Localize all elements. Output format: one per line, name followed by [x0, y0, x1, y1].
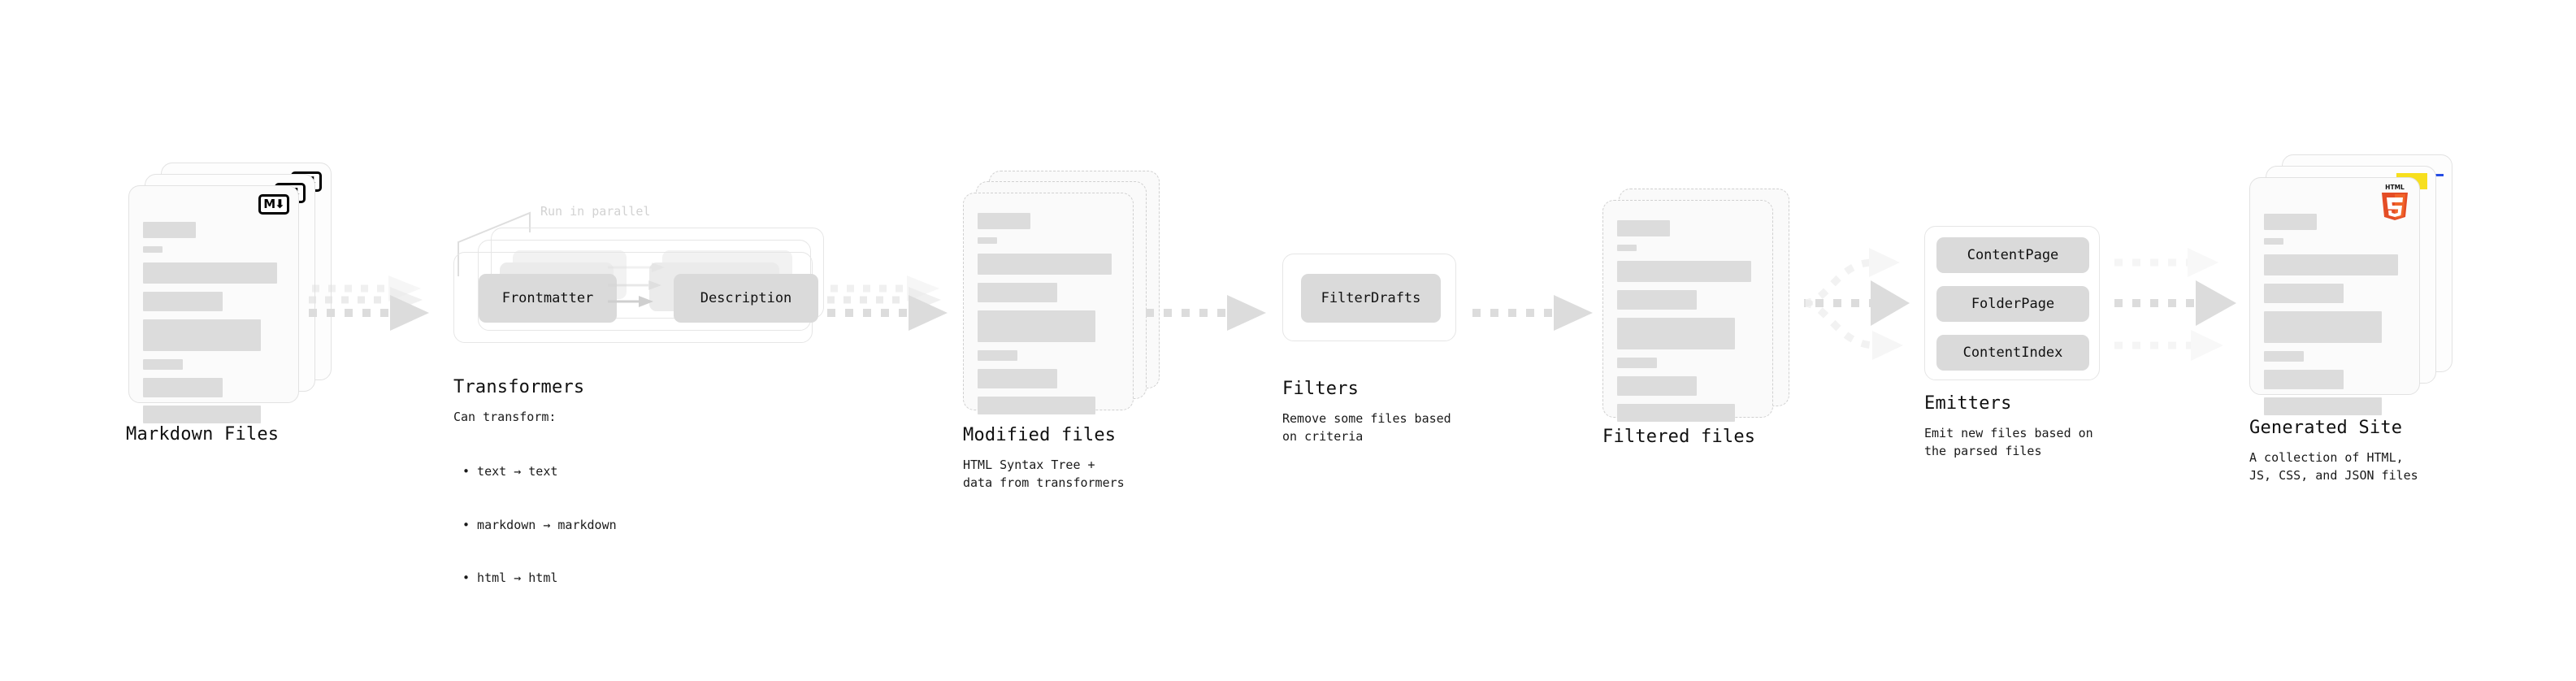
stage-subtitle: Emit new files based on the parsed files — [1924, 426, 2093, 458]
site-card-front-html: HTML — [2249, 177, 2420, 415]
arrow-emitters-to-site-fan — [2114, 232, 2261, 381]
filters-panel: FilterDrafts — [1282, 254, 1456, 341]
emitter-chip-contentindex[interactable]: ContentIndex — [1936, 335, 2089, 371]
modified-files-caption: Modified files HTML Syntax Tree + data f… — [963, 427, 1125, 492]
skeleton-body — [978, 213, 1121, 423]
stage-title: Transformers — [453, 377, 585, 397]
modified-files-card-stack — [963, 171, 1166, 414]
transform-bullet: • markdown → markdown — [462, 517, 617, 532]
filtered-card-front — [1602, 200, 1773, 422]
emitters-caption: Emitters Emit new files based on the par… — [1924, 395, 2093, 461]
arrow-transformers-to-modified — [827, 272, 957, 349]
markdown-icon: M⬇ — [258, 194, 289, 215]
transformer-internal-arrows — [608, 262, 665, 307]
stage-subtitle: Can transform: — [453, 410, 557, 424]
html5-icon: HTML — [2379, 183, 2411, 220]
generated-site-card-stack: CSS HTML — [2249, 154, 2461, 415]
arrow-filtered-to-emitters-fan — [1798, 232, 1934, 381]
stage-title: Emitters — [1924, 393, 2012, 414]
stage-title: Filtered files — [1602, 427, 1756, 447]
stage-subtitle: A collection of HTML, JS, CSS, and JSON … — [2249, 450, 2418, 483]
stage-title: Generated Site — [2249, 418, 2403, 438]
skeleton-body — [143, 222, 287, 432]
skeleton-body — [1617, 220, 1761, 430]
stage-subtitle: HTML Syntax Tree + data from transformer… — [963, 458, 1125, 490]
markdown-files-card-stack: M⬇ M⬇ M⬇ — [128, 163, 332, 423]
transformer-chip-frontmatter[interactable]: Frontmatter — [479, 274, 617, 323]
emitters-panel: ContentPage FolderPage ContentIndex — [1924, 226, 2100, 380]
filter-chip-filterdrafts[interactable]: FilterDrafts — [1301, 274, 1441, 323]
run-in-parallel-label: Run in parallel — [540, 204, 651, 219]
emitter-chip-contentpage[interactable]: ContentPage — [1936, 237, 2089, 273]
arrow-filters-to-filtered — [1472, 272, 1594, 349]
modified-card-front — [963, 193, 1134, 414]
arrow-modified-to-filters — [1146, 288, 1268, 340]
markdown-files-caption: Markdown Files — [126, 426, 279, 444]
filtered-files-caption: Filtered files — [1602, 428, 1755, 446]
transformer-chip-description[interactable]: Description — [674, 274, 818, 323]
filters-caption: Filters Remove some files based on crite… — [1282, 380, 1451, 446]
generated-site-caption: Generated Site A collection of HTML, JS,… — [2249, 419, 2418, 485]
stage-subtitle: Remove some files based on criteria — [1282, 411, 1451, 444]
markdown-card-front: M⬇ — [128, 185, 299, 423]
stage-title: Modified files — [963, 425, 1117, 445]
emitter-chip-folderpage[interactable]: FolderPage — [1936, 286, 2089, 322]
transformer-panel-front: Frontmatter Description — [453, 252, 818, 343]
transform-bullet: • text → text — [462, 464, 558, 479]
filtered-files-card-stack — [1602, 189, 1806, 422]
skeleton-body — [2264, 214, 2408, 423]
stage-title: Filters — [1282, 379, 1360, 399]
svg-text:HTML: HTML — [2385, 184, 2405, 191]
transform-bullet: • html → html — [462, 570, 558, 585]
transformers-caption: Transformers Can transform: • text → tex… — [453, 379, 617, 622]
arrow-markdown-to-transformers — [309, 272, 439, 349]
stage-title: Markdown Files — [126, 424, 280, 445]
